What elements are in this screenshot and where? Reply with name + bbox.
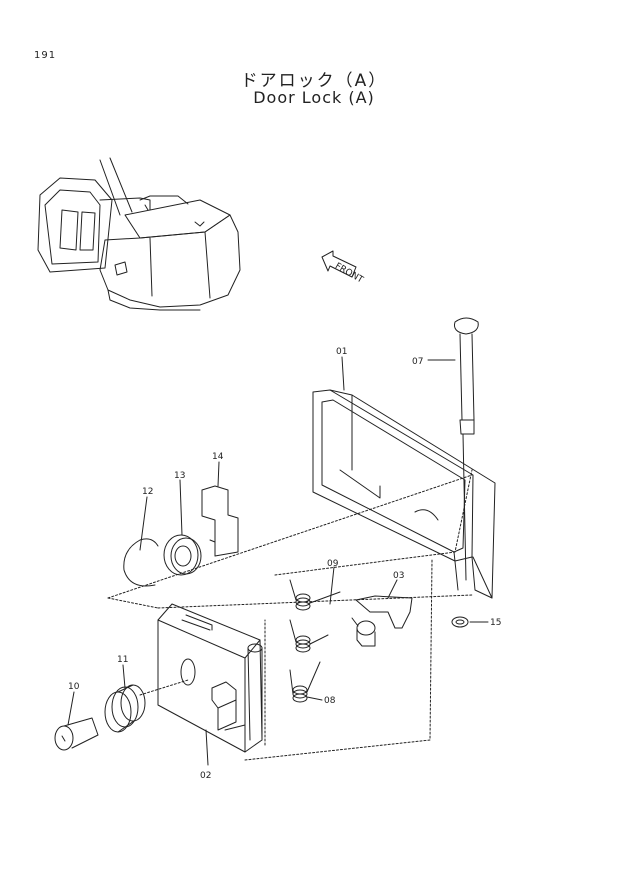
assembly-outline	[107, 469, 473, 761]
callout-11: 11	[117, 655, 128, 665]
washer	[163, 534, 202, 576]
callout-15: 15	[490, 618, 501, 628]
callout-01: 01	[336, 347, 347, 357]
callout-08: 08	[324, 696, 336, 706]
page-number: 191	[34, 50, 57, 61]
plate	[201, 485, 239, 557]
callout-09: 09	[327, 559, 339, 569]
callout-14: 14	[212, 452, 224, 462]
page-title-japanese: ドアロック（A）	[240, 71, 388, 91]
e-ring	[451, 616, 469, 628]
latch-lever	[351, 595, 413, 647]
callout-labels: 01 02 03 07 08 09 10 11 12 13 14 15	[68, 347, 501, 781]
front-arrow-icon	[321, 250, 357, 278]
front-label: FRONT	[333, 261, 365, 285]
snap-ring	[123, 538, 159, 587]
callout-07: 07	[412, 357, 423, 367]
door-lock-housing	[312, 389, 496, 599]
upper-spring	[289, 579, 341, 611]
middle-spring	[289, 619, 329, 653]
lock-bracket	[157, 603, 263, 753]
machine-overview-illustration	[37, 157, 241, 311]
callout-12: 12	[142, 487, 153, 497]
cylinder-nut	[104, 679, 189, 733]
lower-spring	[289, 661, 321, 703]
callout-03: 03	[393, 571, 404, 581]
callout-leaders	[67, 356, 489, 766]
page-title-english: Door Lock (A)	[253, 88, 375, 107]
lock-pin	[454, 317, 479, 581]
callout-10: 10	[68, 682, 80, 692]
callout-13: 13	[174, 471, 185, 481]
key-cylinder	[54, 717, 99, 751]
callout-02: 02	[200, 771, 211, 781]
